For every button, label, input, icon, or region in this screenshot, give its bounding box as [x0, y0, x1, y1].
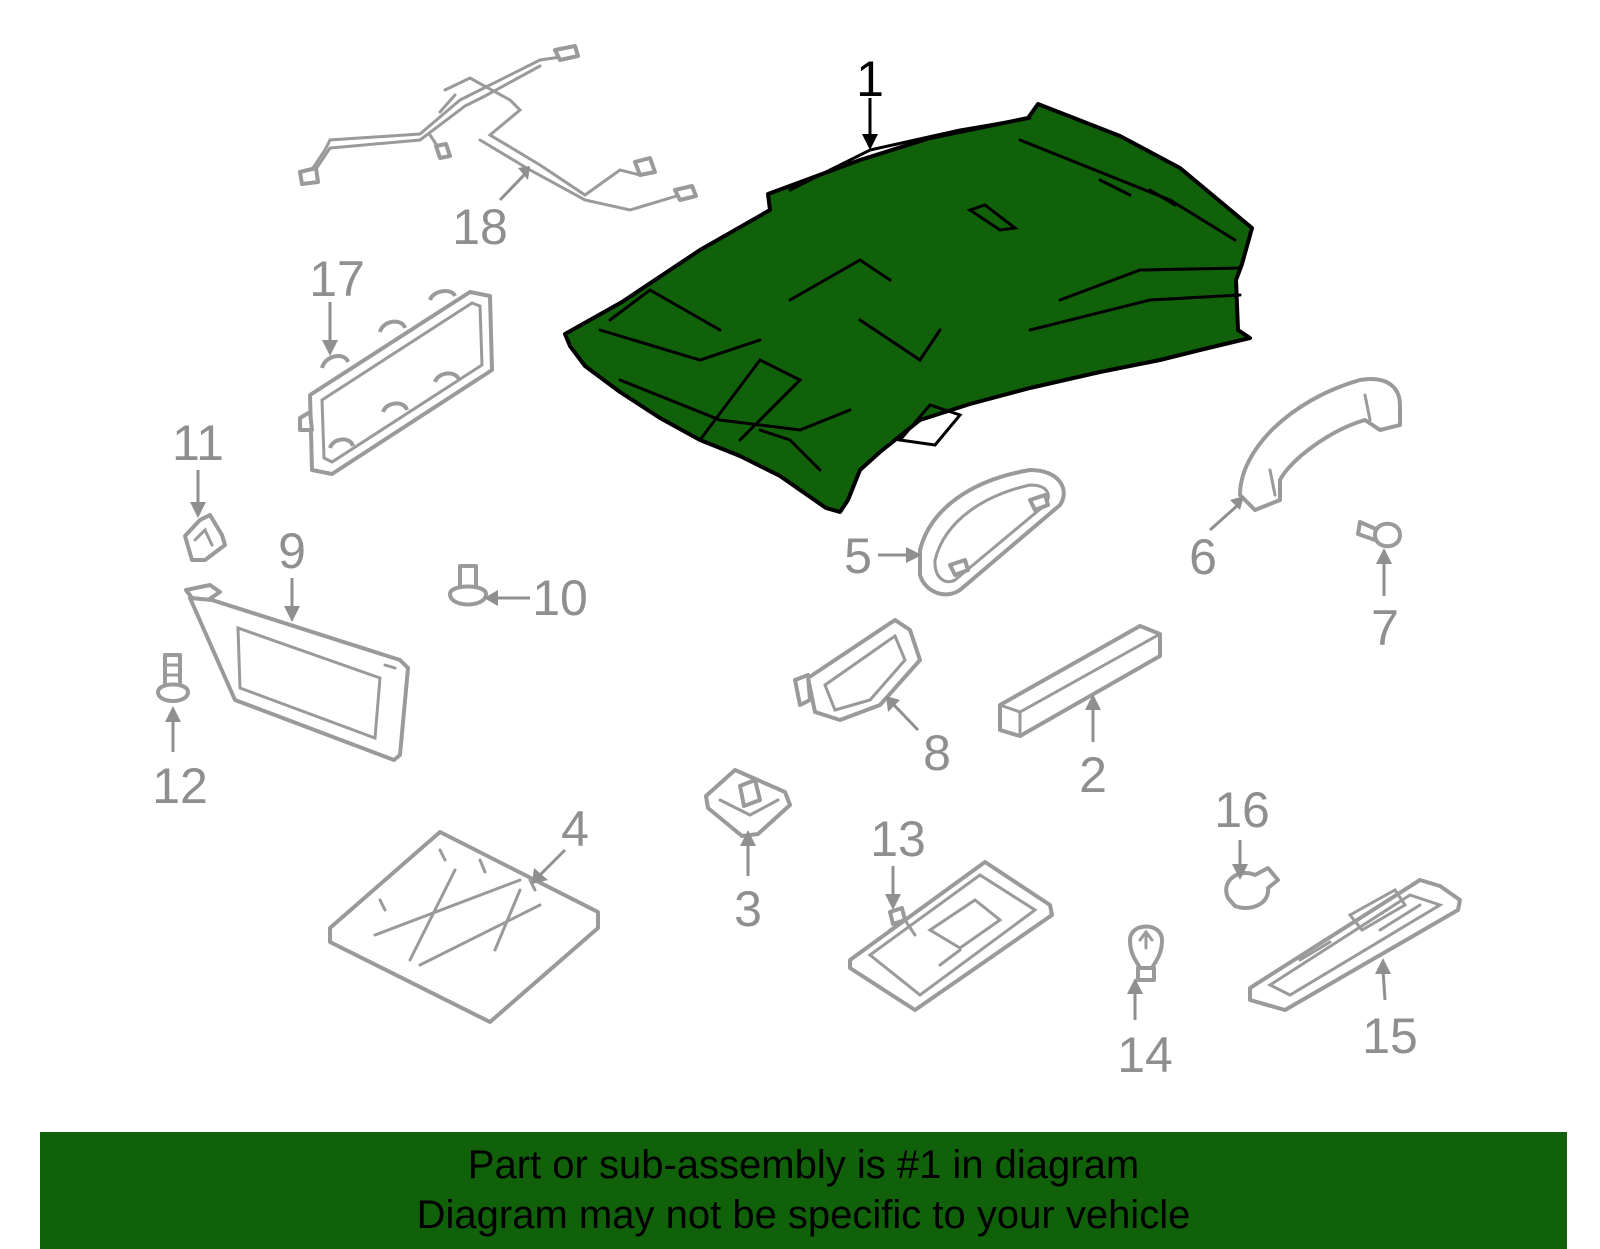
part-16-bulb[interactable] [1224, 866, 1280, 910]
callout-13[interactable]: 13 [870, 811, 926, 867]
callout-5[interactable]: 5 [844, 528, 872, 584]
part-8-cover[interactable] [793, 618, 922, 722]
part-4-panel[interactable] [328, 830, 600, 1024]
part-10-fastener[interactable] [448, 564, 488, 607]
part-14-bulb[interactable] [1128, 924, 1164, 982]
callout-2[interactable]: 2 [1079, 747, 1107, 803]
part-7-screw[interactable] [1356, 520, 1402, 549]
part-15-lamp-assembly[interactable] [1248, 878, 1462, 1012]
part-17-frame[interactable] [298, 289, 494, 476]
part-11-clip[interactable] [183, 513, 227, 562]
banner-line-disclaimer: Diagram may not be specific to your vehi… [416, 1193, 1191, 1237]
leader-arrows [165, 98, 1392, 1020]
callout-8[interactable]: 8 [923, 725, 951, 781]
callout-7[interactable]: 7 [1371, 600, 1399, 656]
part-5-bezel[interactable] [918, 468, 1066, 597]
part-13-lamp-housing[interactable] [848, 860, 1054, 1012]
callout-labels: 1 2 3 4 5 6 7 8 9 10 11 12 13 14 15 16 1… [152, 51, 1418, 1083]
callout-1[interactable]: 1 [856, 51, 884, 107]
callout-9[interactable]: 9 [278, 523, 306, 579]
part-18-wiring-harness[interactable] [298, 44, 698, 212]
callout-18[interactable]: 18 [452, 199, 508, 255]
part-2-strip[interactable] [998, 624, 1162, 738]
callout-15[interactable]: 15 [1362, 1008, 1418, 1064]
callout-4[interactable]: 4 [561, 801, 589, 857]
callout-3[interactable]: 3 [734, 881, 762, 937]
callout-10[interactable]: 10 [532, 570, 588, 626]
part-9-sun-visor[interactable] [184, 583, 410, 762]
callout-14[interactable]: 14 [1117, 1027, 1173, 1083]
callout-12[interactable]: 12 [152, 758, 208, 814]
part-6-grab-handle[interactable] [1238, 377, 1402, 512]
callout-11[interactable]: 11 [172, 415, 224, 471]
part-12-bolt[interactable] [156, 653, 190, 703]
callout-6[interactable]: 6 [1189, 529, 1217, 585]
part-3-retainer[interactable] [704, 768, 792, 838]
callout-16[interactable]: 16 [1214, 782, 1270, 838]
info-banner: Part or sub-assembly is #1 in diagram Di… [40, 1132, 1567, 1249]
part-1-headliner[interactable] [563, 102, 1254, 514]
callout-17[interactable]: 17 [309, 251, 365, 307]
banner-line-part-number: Part or sub-assembly is #1 in diagram [467, 1143, 1140, 1187]
